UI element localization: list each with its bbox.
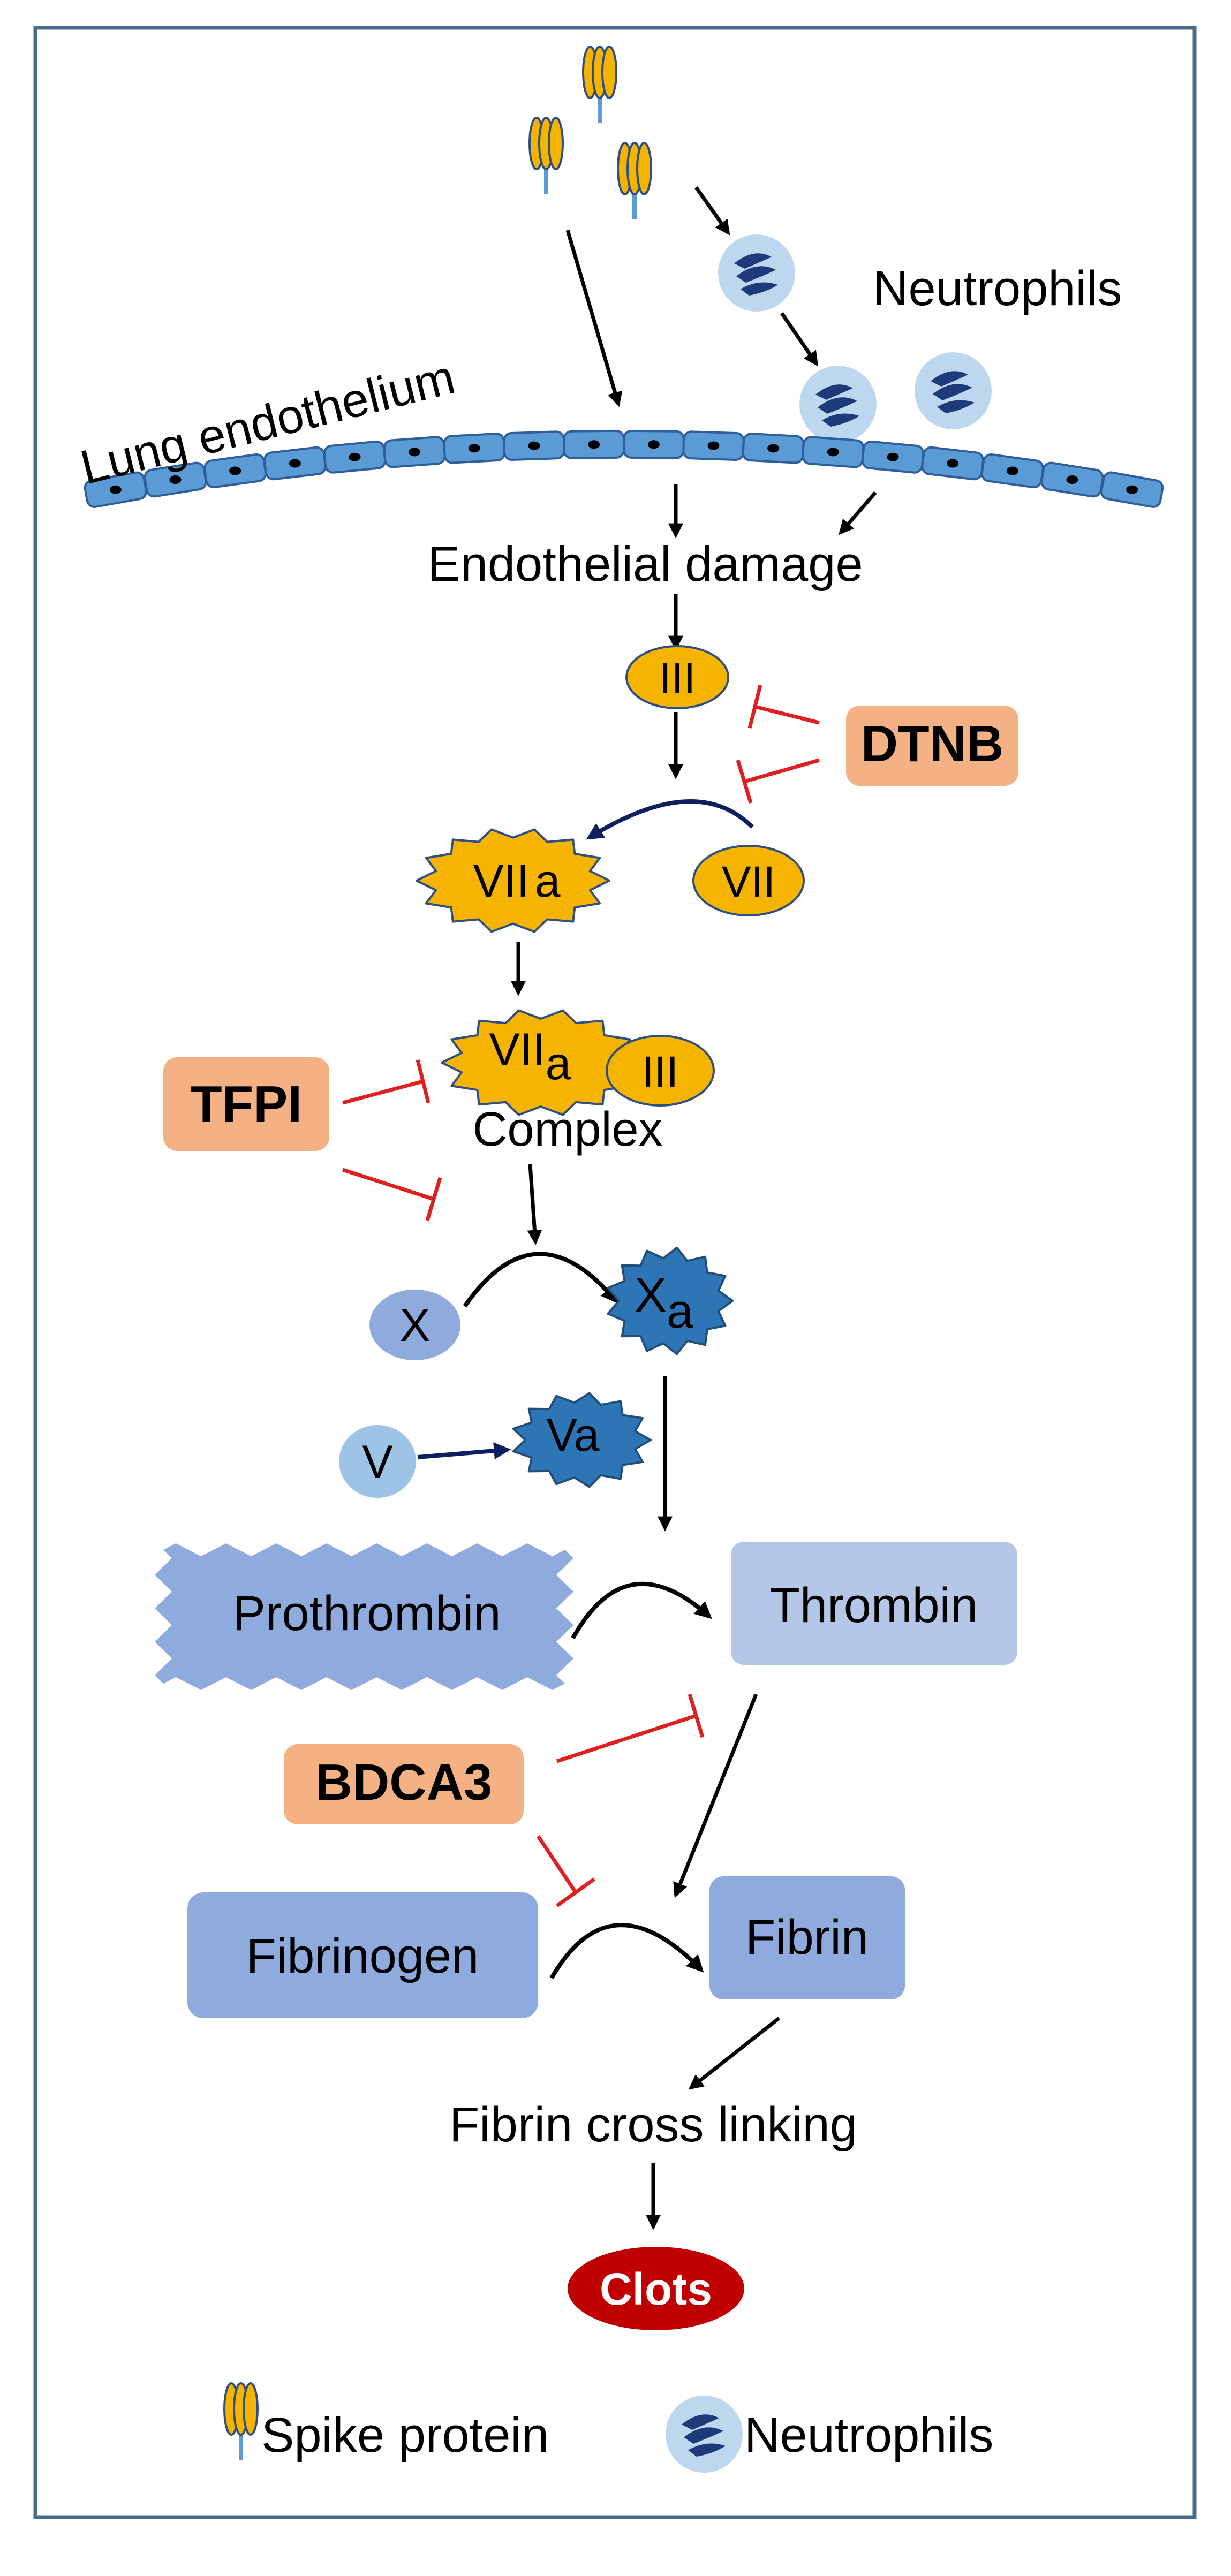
cell-nucleus xyxy=(827,448,839,457)
inhibition-line xyxy=(556,1714,697,1763)
cell-nucleus xyxy=(947,459,959,468)
cell-nucleus xyxy=(588,440,600,449)
cell-nucleus xyxy=(229,466,241,475)
complex-iii-node xyxy=(606,1035,715,1107)
arrow xyxy=(839,491,877,535)
thrombin-label: Thrombin xyxy=(770,1578,978,1633)
arrow xyxy=(527,1164,542,1245)
inhibition-bar xyxy=(688,1693,705,1738)
neutrophil-icon xyxy=(915,352,992,429)
factor-v-label: V xyxy=(362,1436,392,1488)
legend-neutrophils-label: Neutrophils xyxy=(744,2408,993,2463)
inhibition-line xyxy=(342,1079,424,1105)
factor-xa-node xyxy=(607,1246,734,1355)
neutrophil-icon xyxy=(799,366,877,443)
cell-nucleus xyxy=(468,444,480,453)
complex-viia-node xyxy=(441,1009,641,1116)
factor-vii-label: VII xyxy=(722,858,775,906)
activation-arc xyxy=(463,1252,618,1308)
cell-nucleus xyxy=(1126,485,1138,494)
arrow xyxy=(688,2017,781,2090)
activation-arc xyxy=(571,1581,712,1639)
arrow xyxy=(673,1693,758,1898)
inhibition-bar xyxy=(555,1877,596,1907)
factor-vii-node xyxy=(692,845,805,916)
burst-shape xyxy=(607,1246,734,1355)
arrow xyxy=(417,1442,511,1460)
inhibition-line xyxy=(537,1835,577,1893)
fibrinogen-label: Fibrinogen xyxy=(246,1929,479,1983)
clots-node xyxy=(568,2247,744,2330)
factor-iii-label: III xyxy=(659,654,696,703)
tfpi-label: TFPI xyxy=(191,1075,302,1133)
cell-nucleus xyxy=(1066,475,1078,484)
cell-nucleus xyxy=(707,441,720,450)
inhibition-bar xyxy=(736,759,753,804)
cell-nucleus xyxy=(349,452,361,461)
cell-nucleus xyxy=(169,475,182,484)
inhibition-line xyxy=(342,1168,435,1201)
neutrophil-icon xyxy=(718,234,795,312)
complex-iii-label: III xyxy=(642,1048,678,1096)
bdca3-label: BDCA3 xyxy=(315,1754,493,1811)
neutrophils-label: Neutrophils xyxy=(873,261,1122,316)
tfpi-inhibitor-box xyxy=(163,1057,329,1151)
arrow xyxy=(565,230,623,407)
fibrin-label: Fibrin xyxy=(745,1910,869,1965)
fibrinogen-box xyxy=(187,1892,538,2018)
inhibition-line xyxy=(754,704,820,725)
cell-nucleus xyxy=(767,444,780,453)
factor-x-label: X xyxy=(399,1300,430,1351)
cell-nucleus xyxy=(528,441,540,450)
dtnb-inhibitor-box xyxy=(846,706,1018,786)
factor-xa-label: Xa xyxy=(635,1269,694,1338)
inhibition-line xyxy=(744,758,820,784)
factor-va-node xyxy=(512,1392,652,1488)
activation-arc xyxy=(586,799,754,840)
fibrin-cross-linking-label: Fibrin cross linking xyxy=(449,2097,857,2152)
factor-v-node xyxy=(339,1425,416,1498)
inhibition-bar xyxy=(747,685,762,729)
dtnb-label: DTNB xyxy=(861,715,1004,772)
bdca3-inhibitor-box xyxy=(284,1744,524,1824)
activation-arc xyxy=(549,1923,704,1980)
cell-nucleus xyxy=(1006,466,1018,475)
inhibition-bar xyxy=(425,1177,442,1222)
cell-nucleus xyxy=(109,485,122,494)
cell-nucleus xyxy=(289,459,301,468)
prothrombin-node xyxy=(155,1543,573,1690)
cell-nucleus xyxy=(409,448,421,457)
fibrin-box xyxy=(709,1876,905,1999)
legend-spike-protein-label: Spike protein xyxy=(261,2408,549,2463)
arrow xyxy=(694,186,730,236)
complex-viia-label: VIIa xyxy=(489,1024,571,1089)
factor-va-label: Va xyxy=(547,1410,600,1461)
legend-neutrophil-icon xyxy=(666,2396,743,2473)
prothrombin-label: Prothrombin xyxy=(232,1586,501,1641)
inhibition-bar xyxy=(416,1059,431,1103)
prothrombin-shape xyxy=(155,1543,573,1690)
burst-shape xyxy=(416,828,610,933)
endothelial-damage-label: Endothelial damage xyxy=(427,537,863,592)
lung-endothelium xyxy=(84,429,1164,508)
cell-nucleus xyxy=(887,452,899,461)
burst-shape xyxy=(512,1392,652,1488)
complex-label: Complex xyxy=(472,1103,662,1156)
arrow xyxy=(780,312,819,367)
clots-label: Clots xyxy=(600,2264,712,2314)
factor-x-node xyxy=(369,1290,460,1360)
thrombin-box xyxy=(731,1542,1017,1665)
factor-iii-node xyxy=(625,645,729,709)
factor-viia-node xyxy=(416,828,610,933)
cell-nucleus xyxy=(647,440,660,449)
burst-shape xyxy=(441,1009,641,1116)
